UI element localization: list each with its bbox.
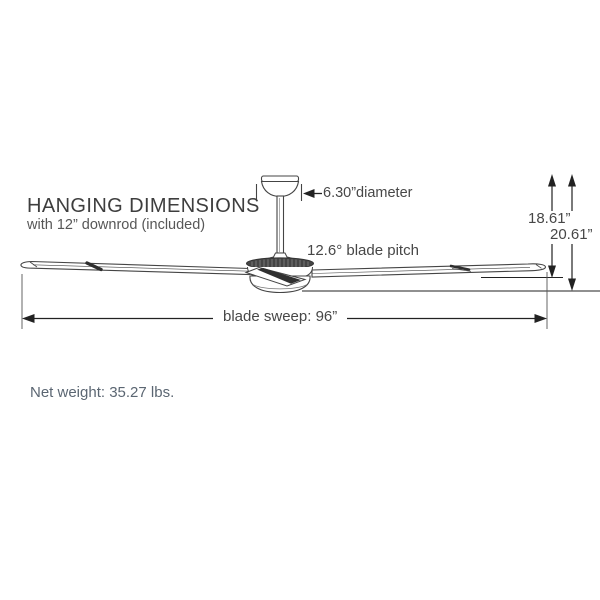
blade-left [20, 260, 251, 276]
page-subtitle: with 12” downrod (included) [27, 217, 206, 233]
dimension-lines [21, 174, 600, 329]
blade-iron [257, 268, 301, 284]
rear-blade-right-mark [449, 264, 471, 271]
downrod [276, 195, 285, 254]
rear-blade-left-mark [85, 261, 103, 272]
diameter-leader [303, 189, 322, 198]
blade-sweep-label: blade sweep: 96” [213, 308, 348, 326]
motor-band-hatching [251, 258, 309, 269]
drop-to-blades-label: 18.61” [526, 210, 573, 228]
canopy-diameter-label: 6.30”diameter [323, 185, 413, 201]
dim-18-61 [481, 174, 563, 278]
front-blade [244, 266, 307, 287]
blade-pitch-label: 12.6° blade pitch [307, 242, 419, 259]
blade-right [311, 263, 547, 278]
net-weight-label: Net weight: 35.27 lbs. [30, 384, 175, 401]
canopy [255, 175, 303, 201]
drop-overall-label: 20.61” [548, 226, 595, 244]
page-title: HANGING DIMENSIONS [27, 195, 260, 217]
